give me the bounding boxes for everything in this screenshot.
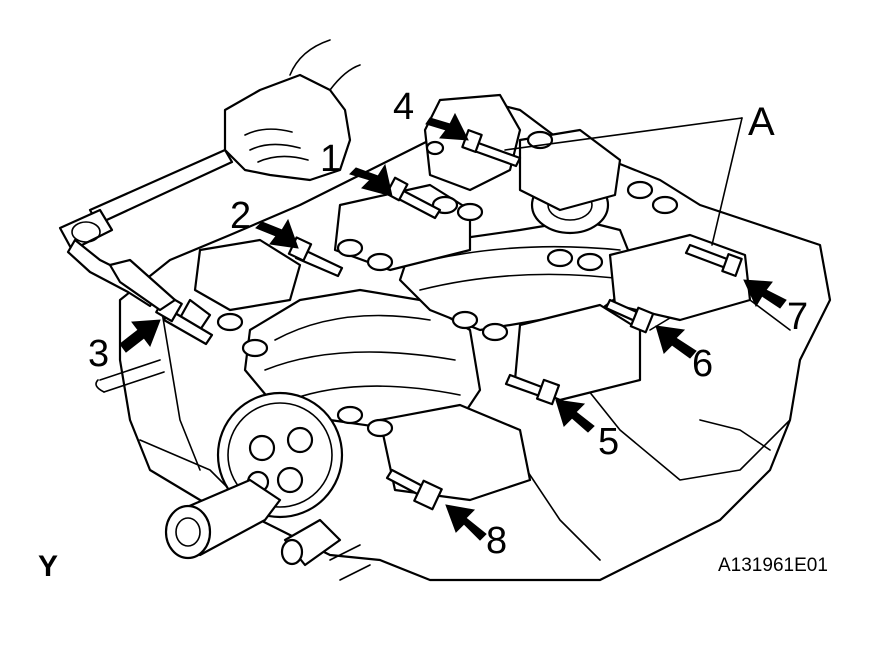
bolt-6-shape (604, 298, 655, 334)
arrow-bolt-1 (349, 163, 393, 197)
torque-wrench (58, 148, 234, 312)
bolt-7-shape (684, 243, 743, 277)
cap-studs (216, 130, 679, 438)
callout-a-lines (504, 117, 743, 246)
corner-mark: Y (38, 550, 59, 583)
label-bolt-5: 5 (598, 421, 620, 463)
label-bolt-4: 4 (393, 86, 415, 128)
cam-shaft-snout (164, 478, 371, 581)
label-bolt-2: 2 (230, 195, 252, 237)
label-bolt-1: 1 (320, 138, 342, 180)
arrow-bolt-6 (655, 325, 697, 359)
bolt-5-shape (504, 373, 561, 406)
dowel-pins (95, 359, 165, 393)
label-bolt-3: 3 (88, 333, 110, 375)
bolt-8-shape (385, 468, 443, 511)
timing-sprocket (216, 391, 344, 519)
arrow-bolt-2 (255, 218, 299, 249)
bolt-2-shape (287, 236, 344, 278)
arrow-bolt-3 (119, 319, 161, 353)
arrow-bolt-7 (743, 279, 787, 309)
arrow-bolt-5 (555, 399, 595, 433)
label-bolt-8: 8 (486, 520, 508, 562)
bolts (155, 129, 743, 511)
figure-code: A131961E01 (718, 555, 828, 576)
arrow-bolt-4 (425, 112, 469, 141)
camshaft-front (243, 288, 482, 432)
hand (223, 39, 361, 182)
label-bolt-6: 6 (692, 343, 714, 385)
label-callout-a: A (748, 100, 775, 144)
pointer-arrows (119, 112, 787, 541)
arrow-bolt-8 (445, 504, 487, 541)
label-bolt-7: 7 (787, 296, 809, 338)
